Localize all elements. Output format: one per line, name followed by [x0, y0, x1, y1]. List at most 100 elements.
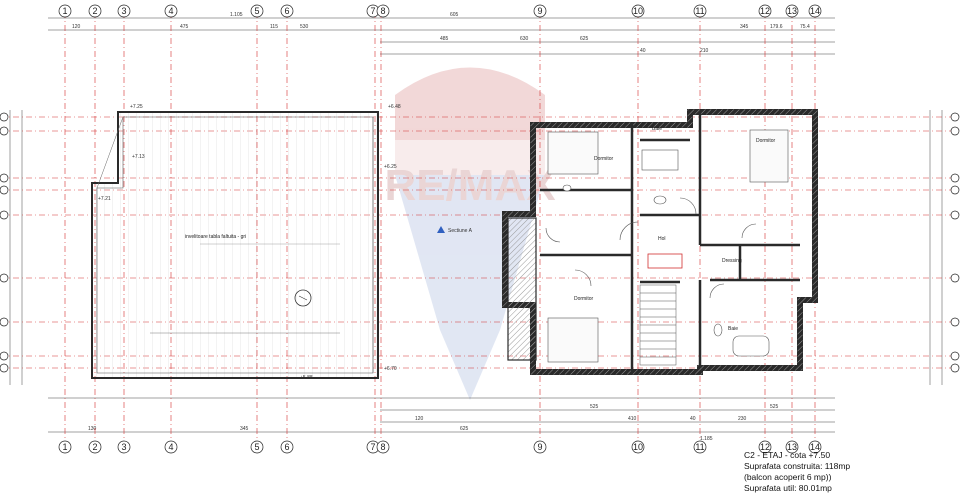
svg-text:11: 11 [695, 6, 704, 16]
dim-label: 1.105 [230, 12, 243, 18]
grid-marker: 2 [88, 4, 102, 18]
svg-text:5: 5 [254, 442, 259, 452]
dim-label: 130 [88, 426, 97, 432]
caption-usable-area: Suprafata util: 80.01mp [744, 483, 832, 493]
section-marker: Sectiune A [437, 226, 473, 234]
grid-marker: 1 [58, 440, 72, 454]
grid-marker: 13 [785, 4, 799, 18]
room-label-hol: Hol [658, 236, 666, 242]
grid-marker: 12 [758, 4, 772, 18]
room-label-dressing: Dressing [722, 258, 742, 264]
svg-text:4: 4 [168, 442, 173, 452]
svg-text:14: 14 [810, 6, 820, 16]
svg-text:1: 1 [62, 442, 67, 452]
grid-marker: 11 [693, 4, 707, 18]
dim-label: 345 [740, 24, 749, 30]
dim-label: 605 [450, 12, 459, 18]
dimension-lines-left [9, 110, 943, 385]
grid-marker: 5 [250, 4, 264, 18]
dim-label: 625 [460, 426, 469, 432]
dim-label: 120 [72, 24, 81, 30]
room-label-baie: Baie [652, 126, 662, 132]
dimension-lines-bottom [48, 397, 835, 433]
level-mark: +7.13 [132, 154, 145, 160]
svg-text:7: 7 [370, 442, 375, 452]
bottom-dimension-texts: 130 345 625 525 525 120 40 1.185 230 410 [88, 404, 779, 442]
dim-label: 1.185 [700, 436, 713, 442]
dim-label: 485 [440, 36, 449, 42]
grid-marker: 2 [88, 440, 102, 454]
dim-label: 115 [270, 24, 278, 30]
room-label-dormitor: Dormitor [756, 138, 776, 144]
grid-marker: 14 [808, 440, 822, 454]
room-label-dormitor: Dormitor [594, 156, 614, 162]
dim-label: 410 [628, 416, 637, 422]
dim-label: 230 [738, 416, 747, 422]
room-label-dormitor: Dormitor [574, 296, 594, 302]
svg-text:2: 2 [92, 6, 97, 16]
grid-marker: 9 [533, 4, 547, 18]
grid-marker: 11 [693, 440, 707, 454]
dim-label: 40 [640, 48, 646, 54]
level-mark: +6.25 [384, 164, 397, 170]
grid-marker: 12 [758, 440, 772, 454]
grid-marker: 14 [808, 4, 822, 18]
grid-marker: 5 [250, 440, 264, 454]
svg-text:9: 9 [537, 6, 542, 16]
grid-marker: 8 [376, 4, 390, 18]
side-grid-markers [0, 112, 960, 373]
svg-text:5: 5 [254, 6, 259, 16]
section-label: Sectiune A [448, 228, 473, 234]
watermark-text: RE/MAX [384, 161, 555, 210]
level-mark: +6.70 [384, 366, 397, 372]
grid-marker: 4 [164, 4, 178, 18]
svg-text:13: 13 [787, 442, 797, 452]
grid-marker: 13 [785, 440, 799, 454]
top-grid-markers: 1 2 3 4 5 6 7 8 9 10 11 12 13 14 [58, 4, 822, 18]
dim-label: 179.6 [770, 24, 783, 30]
svg-text:8: 8 [380, 442, 385, 452]
svg-text:10: 10 [633, 6, 643, 16]
svg-text:11: 11 [695, 442, 704, 452]
dim-label: 475 [180, 24, 189, 30]
grid-marker: 1 [58, 4, 72, 18]
caption-level: C2 - ETAJ - cota +7.50 [744, 450, 831, 460]
top-dimension-texts: 120 605 475 115 530 485 630 625 1.105 40… [72, 12, 810, 54]
caption-built-area: Suprafata construita: 118mp [744, 461, 851, 471]
grid-marker: 3 [117, 4, 131, 18]
dim-label: 630 [520, 36, 529, 42]
grid-marker: 6 [280, 440, 294, 454]
roof-material-label: invelitoare tabla faltuita - gri [185, 234, 246, 240]
dimension-lines-top [48, 17, 835, 55]
svg-text:7: 7 [370, 6, 375, 16]
grid-marker: 3 [117, 440, 131, 454]
upper-floor-plan: Dormitor Dormitor Dormitor Hol Dressing … [502, 109, 818, 375]
grid-marker: 10 [631, 4, 645, 18]
level-mark: +6.48 [388, 104, 401, 110]
svg-text:9: 9 [537, 442, 542, 452]
svg-text:6: 6 [284, 442, 289, 452]
dim-label: 525 [770, 404, 779, 410]
grid-marker: 10 [631, 440, 645, 454]
caption-balcony: (balcon acoperit 6 mp)) [744, 472, 832, 482]
svg-text:3: 3 [121, 6, 126, 16]
dim-label: 210 [700, 48, 709, 54]
grid-marker: 4 [164, 440, 178, 454]
svg-text:1: 1 [62, 6, 67, 16]
svg-text:13: 13 [787, 6, 797, 16]
dim-label: 525 [590, 404, 599, 410]
svg-text:4: 4 [168, 6, 173, 16]
dim-label: 75.4 [800, 24, 810, 30]
roof-plan: invelitoare tabla faltuita - gri +6.48 +… [91, 104, 401, 381]
dim-label: 40 [690, 416, 696, 422]
dim-label: 120 [415, 416, 424, 422]
svg-text:8: 8 [380, 6, 385, 16]
dim-label: 530 [300, 24, 309, 30]
svg-text:12: 12 [760, 6, 770, 16]
grid-marker: 8 [376, 440, 390, 454]
svg-text:3: 3 [121, 442, 126, 452]
room-label-baie: Baie [728, 326, 738, 332]
svg-text:10: 10 [633, 442, 643, 452]
grid-marker: 9 [533, 440, 547, 454]
dim-label: 625 [580, 36, 589, 42]
